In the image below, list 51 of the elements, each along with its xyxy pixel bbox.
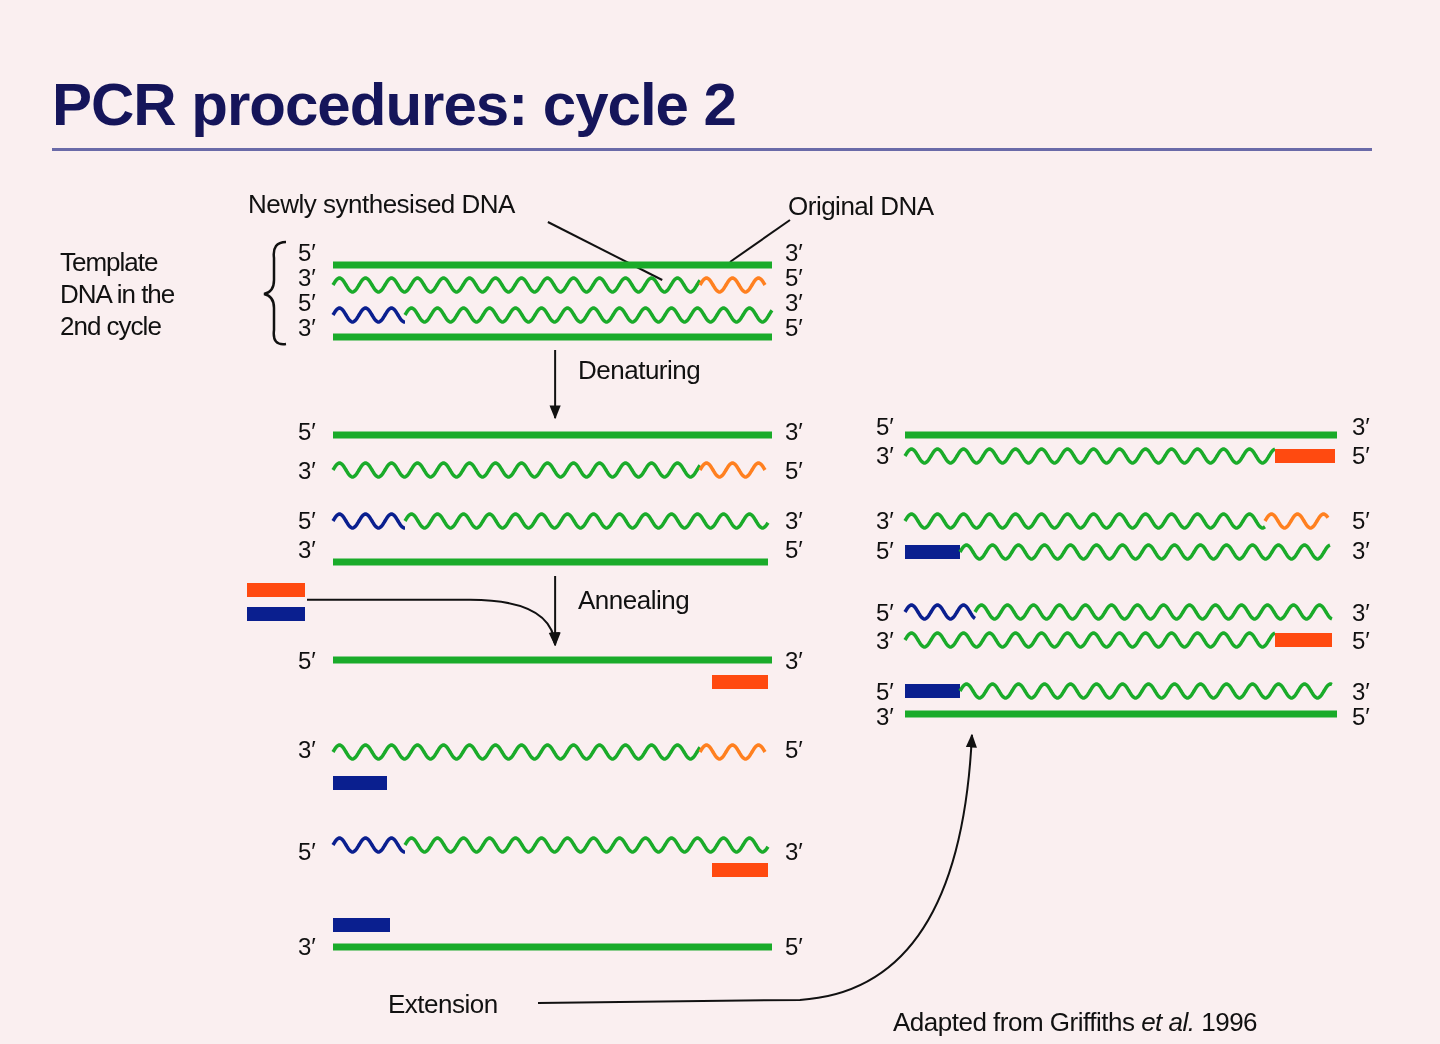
arrow bbox=[306, 598, 559, 647]
arrow bbox=[549, 349, 561, 420]
annotation-text: Extension bbox=[388, 990, 498, 1018]
strand-end-label: 5′ bbox=[298, 420, 316, 444]
strand-end-label: 3′ bbox=[298, 935, 316, 959]
strand-end-label: 5′ bbox=[298, 509, 316, 533]
strand-end-label: 3′ bbox=[785, 509, 803, 533]
annotation-text: Newly synthesised DNA bbox=[248, 190, 515, 218]
arrow bbox=[537, 733, 977, 1004]
source-caption: Adapted from Griffiths et al. 1996 bbox=[893, 1008, 1258, 1036]
strand-end-label: 5′ bbox=[1352, 629, 1370, 653]
strand-end-label: 5′ bbox=[876, 601, 894, 625]
strand-end-label: 5′ bbox=[785, 266, 803, 290]
strand-end-label: 5′ bbox=[298, 840, 316, 864]
strand-end-label: 3′ bbox=[1352, 680, 1370, 704]
strand-end-label: 3′ bbox=[298, 316, 316, 340]
strand-end-label: 3′ bbox=[298, 266, 316, 290]
strand-end-label: 3′ bbox=[876, 705, 894, 729]
strand-end-label: 5′ bbox=[1352, 509, 1370, 533]
strand-end-label: 3′ bbox=[876, 444, 894, 468]
strand-end-label: 3′ bbox=[785, 649, 803, 673]
strand-end-label: 3′ bbox=[1352, 415, 1370, 439]
strand-end-label: 5′ bbox=[785, 935, 803, 959]
strand-end-label: 3′ bbox=[785, 291, 803, 315]
strand-end-label: 5′ bbox=[785, 316, 803, 340]
edge-label: Annealing bbox=[578, 586, 690, 614]
strand-end-label: 5′ bbox=[876, 415, 894, 439]
annotation-text: Original DNA bbox=[788, 192, 934, 220]
annotation-text: Template DNA in the 2nd cycle bbox=[60, 246, 176, 342]
strand-end-label: 3′ bbox=[298, 459, 316, 483]
strand-end-label: 5′ bbox=[298, 649, 316, 673]
strand-end-label: 5′ bbox=[785, 538, 803, 562]
strand-end-label: 3′ bbox=[876, 629, 894, 653]
strand-end-label: 5′ bbox=[785, 738, 803, 762]
strand-end-label: 3′ bbox=[785, 420, 803, 444]
strand-end-label: 3′ bbox=[1352, 601, 1370, 625]
strand-end-label: 3′ bbox=[876, 509, 894, 533]
strand-end-label: 3′ bbox=[785, 840, 803, 864]
strand-end-label: 5′ bbox=[1352, 705, 1370, 729]
slide-title: PCR procedures: cycle 2 bbox=[52, 70, 736, 139]
strand-end-label: 3′ bbox=[1352, 539, 1370, 563]
strand-end-label: 5′ bbox=[1352, 444, 1370, 468]
strand-end-label: 3′ bbox=[298, 738, 316, 762]
strand-end-label: 5′ bbox=[876, 680, 894, 704]
strand-end-label: 5′ bbox=[298, 291, 316, 315]
strand-end-label: 5′ bbox=[785, 459, 803, 483]
strand-end-label: 5′ bbox=[876, 539, 894, 563]
strand-end-label: 3′ bbox=[298, 538, 316, 562]
edge-label: Denaturing bbox=[578, 356, 701, 384]
strand-end-label: 5′ bbox=[298, 241, 316, 265]
strand-end-label: 3′ bbox=[785, 241, 803, 265]
